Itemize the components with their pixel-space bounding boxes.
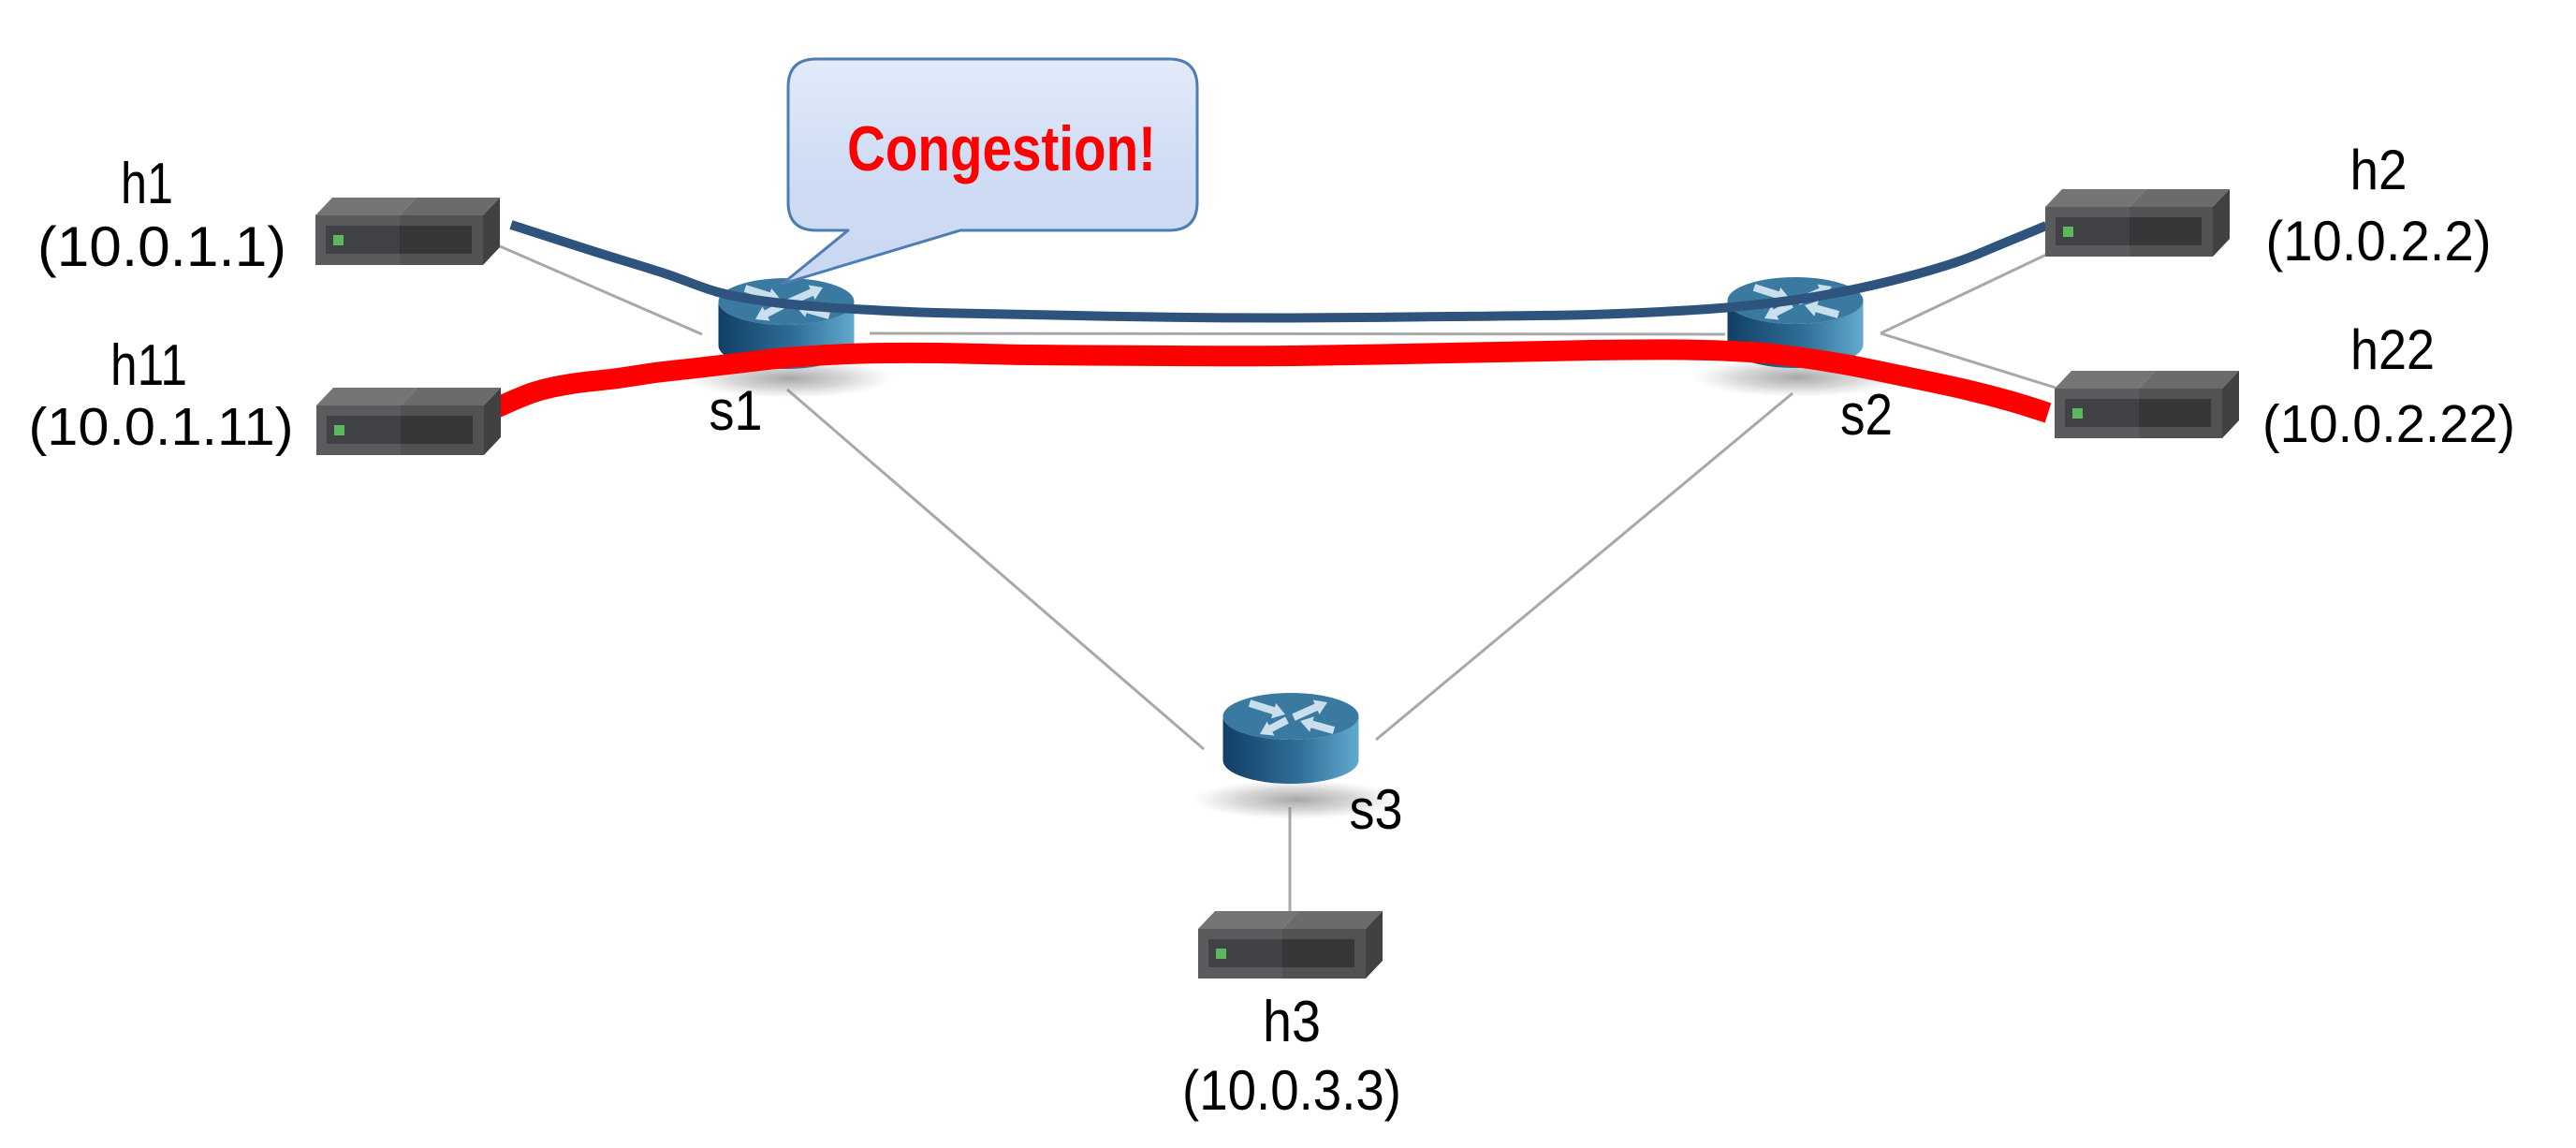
svg-text:s3: s3 <box>1350 778 1403 841</box>
svg-text:h3: h3 <box>1263 990 1321 1054</box>
svg-text:h2: h2 <box>2350 139 2408 201</box>
svg-text:(10.0.2.2): (10.0.2.2) <box>2266 210 2492 272</box>
svg-text:Congestion!: Congestion! <box>847 113 1156 184</box>
svg-text:s2: s2 <box>1840 383 1893 448</box>
svg-text:(10.0.1.11): (10.0.1.11) <box>29 397 294 457</box>
svg-text:(10.0.1.1): (10.0.1.1) <box>37 215 286 278</box>
svg-text:h22: h22 <box>2350 318 2435 381</box>
svg-text:h1: h1 <box>121 152 173 216</box>
svg-text:(10.0.3.3): (10.0.3.3) <box>1182 1059 1401 1122</box>
svg-text:h11: h11 <box>110 333 187 398</box>
svg-text:(10.0.2.22): (10.0.2.22) <box>2262 394 2515 454</box>
svg-text:s1: s1 <box>710 379 763 442</box>
